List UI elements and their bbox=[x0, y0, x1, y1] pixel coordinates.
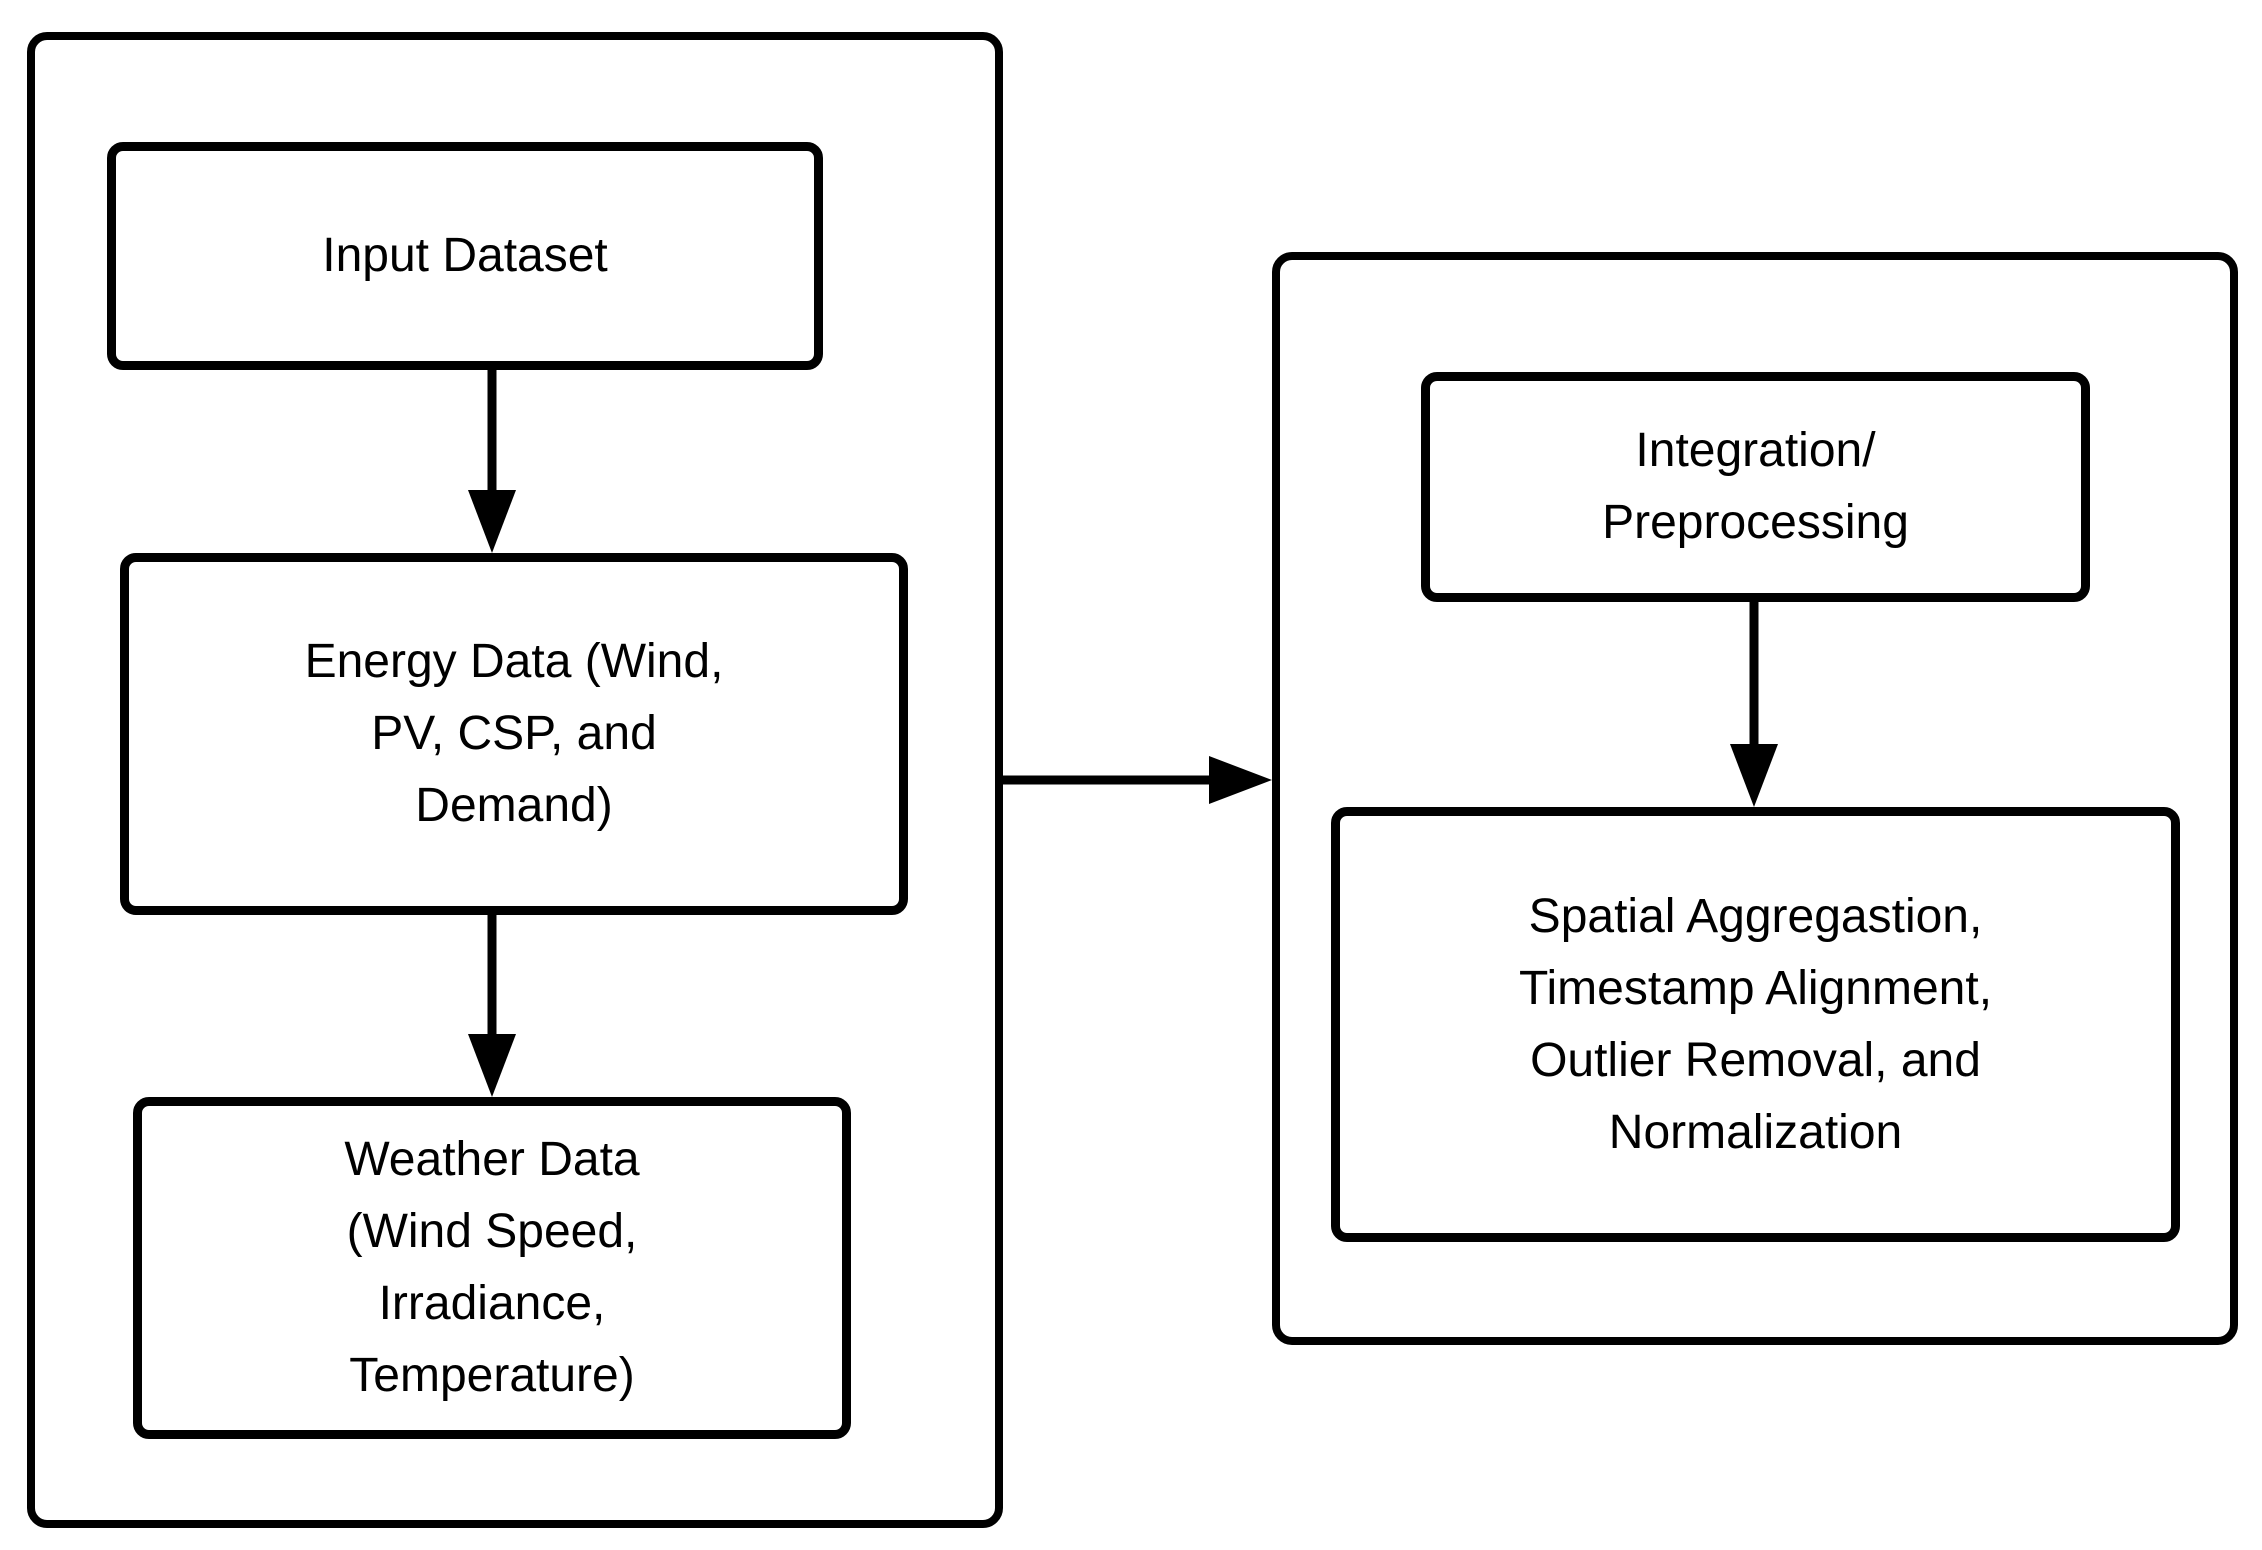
node-integration-preprocessing-label: Integration/ Preprocessing bbox=[1602, 424, 1909, 549]
node-energy-data: Energy Data (Wind, PV, CSP, and Demand) bbox=[120, 553, 908, 915]
node-weather-data: Weather Data (Wind Speed, Irradiance, Te… bbox=[133, 1097, 851, 1439]
node-input-dataset-label: Input Dataset bbox=[322, 229, 608, 282]
node-spatial-aggregation-label: Spatial Aggregastion, Timestamp Alignmen… bbox=[1518, 889, 1993, 1159]
node-integration-preprocessing: Integration/ Preprocessing bbox=[1421, 372, 2090, 602]
preprocessing-group-container: Integration/ Preprocessing Spatial Aggre… bbox=[1272, 252, 2238, 1345]
node-weather-data-label: Weather Data (Wind Speed, Irradiance, Te… bbox=[344, 1133, 640, 1402]
node-input-dataset: Input Dataset bbox=[107, 142, 823, 370]
arrow-left-group-to-right-group-icon bbox=[999, 756, 1272, 804]
node-spatial-aggregation: Spatial Aggregastion, Timestamp Alignmen… bbox=[1331, 807, 2180, 1242]
input-group-container: Input Dataset Energy Data (Wind, PV, CSP… bbox=[27, 32, 1003, 1528]
node-energy-data-label: Energy Data (Wind, PV, CSP, and Demand) bbox=[304, 635, 724, 832]
